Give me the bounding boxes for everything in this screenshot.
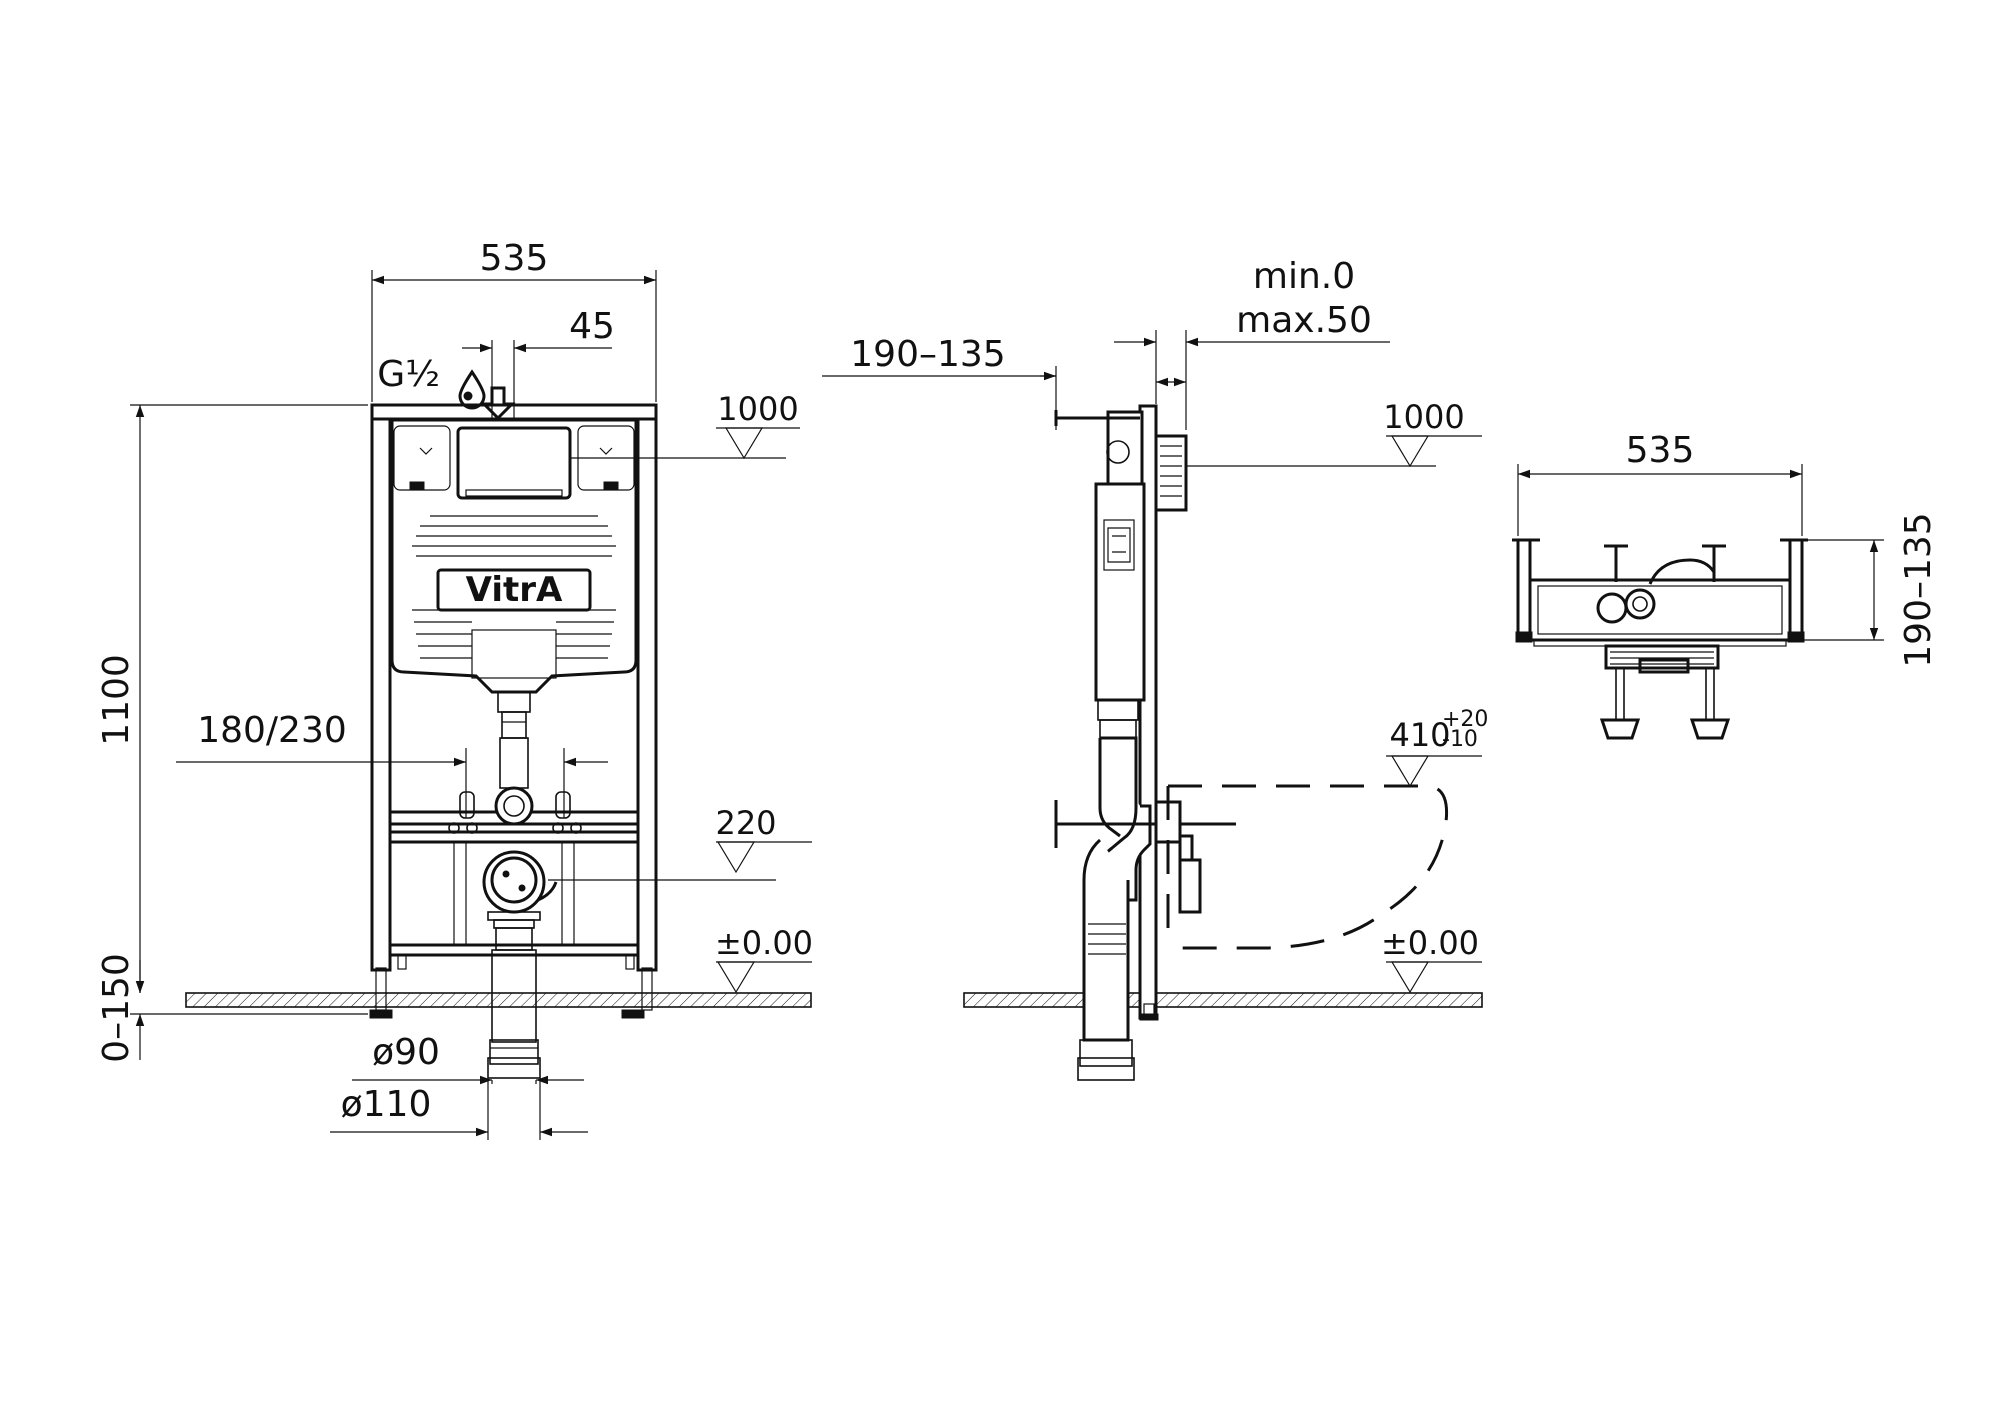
dim-width-top-view: 535: [1517, 430, 1803, 536]
dim-0-150-label: 0–150: [96, 953, 137, 1063]
level-1000-side: 1000: [1186, 398, 1482, 468]
dim-535-top-view-label: 535: [1626, 430, 1695, 471]
pipe-90-label: ø90: [372, 1032, 440, 1073]
wall-min-label: min.0: [1253, 256, 1355, 297]
water-inlet: G½: [377, 354, 516, 421]
tolerance-plus: +20: [1442, 707, 1488, 732]
side-drain: [1077, 699, 1152, 1081]
level-zero-label: ±0.00: [715, 924, 813, 962]
level-zero-front: ±0.00: [715, 924, 813, 994]
front-view: VitrA: [96, 238, 813, 1140]
dim-offset-45: 45: [462, 306, 615, 418]
inlet-thread-label: G½: [377, 354, 440, 395]
dim-1100-label: 1100: [96, 654, 137, 746]
flush-plate-ring: [1154, 434, 1188, 512]
level-zero-side-label: ±0.00: [1381, 924, 1479, 962]
level-410-label: 410: [1389, 716, 1450, 754]
dim-180-230-label: 180/230: [197, 710, 347, 751]
cistern-ribs: [412, 515, 616, 659]
level-zero-side: ±0.00: [1381, 924, 1482, 994]
level-220-label: 220: [715, 804, 776, 842]
drain-pipe: [482, 691, 558, 1079]
level-220-front: 220: [548, 804, 812, 881]
level-410-side: 410 +20 -10: [1386, 707, 1488, 788]
dim-535-label: 535: [480, 238, 549, 279]
pipe-110-label: ø110: [341, 1084, 432, 1125]
dim-45-label: 45: [569, 306, 615, 347]
dim-190-135-side-label: 190–135: [850, 334, 1005, 375]
dim-width-top: 535: [371, 238, 657, 402]
dim-adjust-0-150: 0–150: [96, 953, 368, 1063]
top-view: 535: [1512, 430, 1939, 740]
dim-depth-side: 190–135: [822, 334, 1057, 430]
dim-depth-top-view: 190–135: [1802, 512, 1939, 668]
wc-pan-outline: [1168, 784, 1449, 950]
vitra-logo: VitrA: [466, 570, 563, 610]
cistern: VitrA: [390, 418, 638, 694]
dim-stud-spacing: 180/230: [176, 710, 608, 818]
level-1000-label: 1000: [717, 390, 798, 428]
wall-max-label: max.50: [1236, 300, 1372, 341]
level-1000-side-label: 1000: [1383, 398, 1464, 436]
side-view: 190–135 min.0 max.50 1000 410 +20 -10: [822, 256, 1488, 1081]
floor-slab-front: [185, 992, 812, 1008]
floor-slab-side: [963, 992, 1483, 1008]
level-1000-front: 1000: [570, 390, 800, 460]
dim-190-135-top-view-label: 190–135: [1898, 512, 1939, 667]
tolerance-minus: -10: [1442, 727, 1478, 752]
dim-pipe-diameters: ø90 ø110: [330, 1032, 588, 1140]
pan-studs: [397, 791, 635, 970]
dim-wall-thickness: min.0 max.50: [1114, 256, 1390, 430]
dim-height-1100: 1100: [96, 404, 368, 993]
